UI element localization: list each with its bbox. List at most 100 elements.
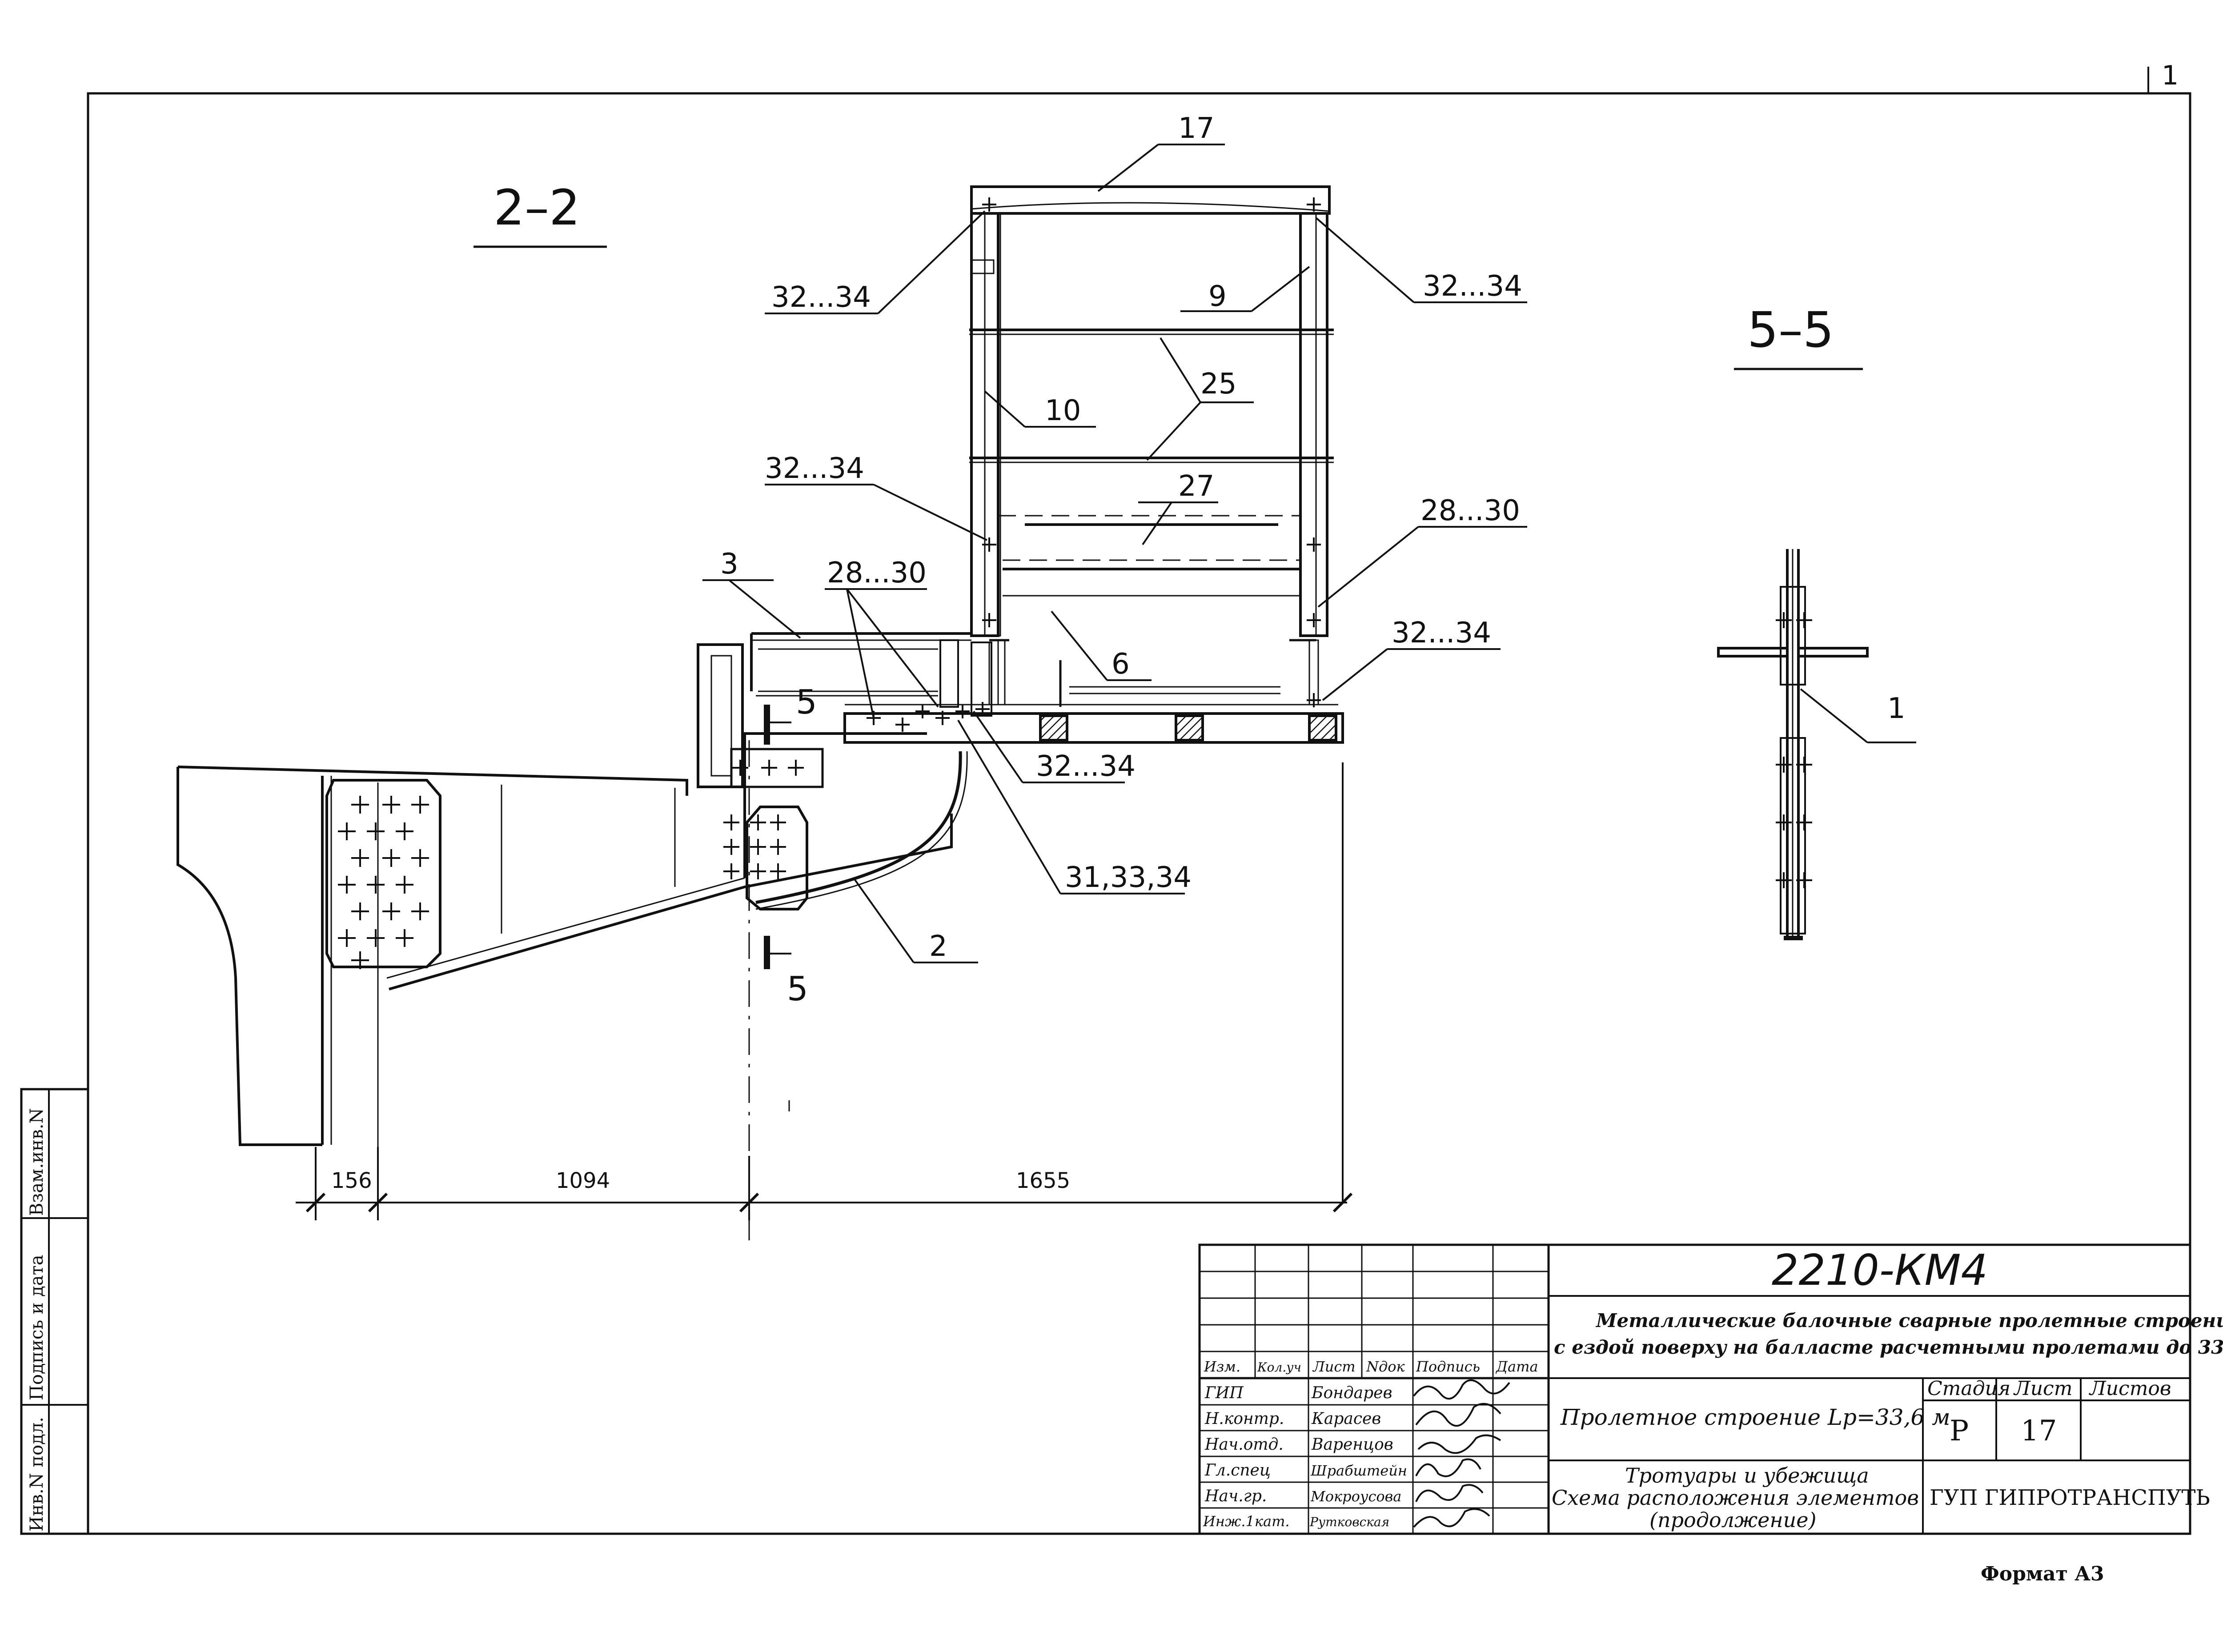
callout-27: 27 bbox=[1178, 470, 1214, 503]
stage-value: Р bbox=[1950, 1415, 1969, 1448]
callout-leaders bbox=[702, 144, 1527, 963]
bolt-mark bbox=[351, 902, 369, 920]
callout-32-34-top-right: 32...34 bbox=[1423, 270, 1522, 303]
bolt-mark bbox=[732, 760, 748, 776]
bolt-mark bbox=[1796, 872, 1812, 888]
drawing-title-2: Схема расположения элементов bbox=[1552, 1486, 1919, 1510]
bolt-mark bbox=[367, 876, 385, 894]
stage-label: Стадия bbox=[1927, 1377, 2010, 1400]
callout-9: 9 bbox=[1208, 280, 1227, 313]
bolt-mark bbox=[382, 849, 400, 867]
bracket-bolts bbox=[723, 702, 990, 879]
cut-marks-5 bbox=[748, 705, 791, 1240]
sheet-value: 17 bbox=[2021, 1415, 2057, 1448]
bolt-mark bbox=[723, 814, 739, 830]
staff-role: Н.контр. bbox=[1204, 1410, 1284, 1428]
hdr-data: Дата bbox=[1495, 1358, 1538, 1375]
bolt-mark bbox=[382, 796, 400, 814]
bolt-mark bbox=[411, 796, 429, 814]
dimension-lines bbox=[296, 762, 1353, 1220]
bolt-mark bbox=[1796, 612, 1812, 628]
bolt-mark bbox=[411, 849, 429, 867]
drawing-frame bbox=[87, 92, 2191, 1535]
staff-name: Бондарев bbox=[1311, 1384, 1392, 1402]
bolt-mark bbox=[761, 760, 777, 776]
sheet-corner-number: 1 bbox=[2162, 60, 2179, 91]
callout-28-30-bracket: 28...30 bbox=[827, 557, 927, 589]
staff-list: ГИП Бондарев Н.контр. Карасев Нач.отд. В… bbox=[1203, 1384, 1407, 1530]
bolt-mark bbox=[367, 822, 385, 840]
stamp-signature-date: Подпись и дата bbox=[27, 1255, 47, 1400]
shelter-frame bbox=[969, 185, 1334, 706]
callout-3: 3 bbox=[720, 548, 738, 581]
shelter-bolts bbox=[982, 197, 1321, 707]
drawing-code: 2210-КМ4 bbox=[1772, 1246, 1988, 1295]
staff-role: Нач.отд. bbox=[1204, 1435, 1284, 1454]
callout-17: 17 bbox=[1178, 112, 1214, 145]
bolt-mark bbox=[915, 704, 930, 718]
stamp-replace-inv: Взам.инв.N bbox=[27, 1108, 47, 1216]
sheet-label: Лист bbox=[2013, 1377, 2072, 1400]
section-5-5-detail bbox=[1717, 549, 1869, 940]
callout-2: 2 bbox=[929, 930, 947, 963]
bracket-console bbox=[697, 632, 992, 910]
bolt-mark bbox=[351, 796, 369, 814]
bolt-mark bbox=[1796, 814, 1812, 830]
staff-name: Рутковская bbox=[1309, 1515, 1389, 1529]
title-block bbox=[1198, 1243, 2191, 1535]
callout-31-33-34: 31,33,34 bbox=[1065, 861, 1192, 894]
callout-labels: 17 32...34 32...34 9 10 25 27 32...34 28… bbox=[720, 112, 1522, 963]
bolt-mark bbox=[982, 613, 996, 627]
staff-role: ГИП bbox=[1204, 1384, 1244, 1402]
bolt-mark bbox=[338, 822, 356, 840]
bolt-mark bbox=[1796, 757, 1812, 773]
bolt-mark bbox=[750, 814, 766, 830]
staff-name: Мокроусова bbox=[1310, 1488, 1401, 1505]
drawing-title-3: (продолжение) bbox=[1649, 1508, 1816, 1532]
object-name: Пролетное строение Lр=33,6 м bbox=[1560, 1404, 1950, 1430]
bolt-mark bbox=[788, 760, 804, 776]
staff-name: Варенцов bbox=[1311, 1435, 1393, 1454]
bolt-mark bbox=[1776, 612, 1792, 628]
bolt-mark bbox=[723, 863, 739, 879]
bolt-mark bbox=[1776, 757, 1792, 773]
project-line-2: с ездой поверху на балласте расчетными п… bbox=[1554, 1336, 2223, 1358]
sheets-label: Листов bbox=[2089, 1377, 2171, 1400]
project-line-1: Металлические балочные сварные пролетные… bbox=[1595, 1310, 2223, 1331]
bolt-mark bbox=[411, 902, 429, 920]
bolt-mark bbox=[396, 929, 413, 947]
splice-bolts bbox=[338, 796, 429, 969]
bolt-mark bbox=[770, 863, 786, 879]
drawing-title-1: Тротуары и убежища bbox=[1625, 1464, 1869, 1488]
callout-6: 6 bbox=[1112, 648, 1130, 681]
bolt-mark bbox=[1307, 537, 1321, 552]
sidewalk-deck bbox=[843, 660, 1344, 744]
staff-role: Инж.1кат. bbox=[1203, 1513, 1290, 1530]
bolt-mark bbox=[955, 704, 970, 718]
bolt-mark bbox=[895, 718, 910, 732]
bolt-mark bbox=[982, 537, 996, 552]
callout-32-34-end: 32...34 bbox=[1392, 617, 1491, 650]
bolt-mark bbox=[750, 863, 766, 879]
side-stamp: Инв.N подл. Подпись и дата Взам.инв.N bbox=[20, 1088, 89, 1535]
callout-32-34-top-left: 32...34 bbox=[771, 281, 871, 314]
dim-156: 156 bbox=[331, 1168, 372, 1193]
callout-10: 10 bbox=[1045, 394, 1081, 427]
section-5-5-bolts bbox=[1776, 612, 1812, 888]
organization: ГУП ГИПРОТРАНСПУТЬ bbox=[1930, 1485, 2210, 1510]
cut-label-top: 5 bbox=[796, 682, 817, 722]
bolt-mark bbox=[982, 197, 996, 212]
bolt-mark bbox=[1307, 693, 1321, 707]
bolt-mark bbox=[723, 839, 739, 855]
signatures bbox=[1413, 1379, 1510, 1528]
callout-32-34-mid: 32...34 bbox=[765, 452, 864, 485]
hdr-podpis: Подпись bbox=[1416, 1358, 1480, 1375]
bolt-mark bbox=[338, 929, 356, 947]
bolt-mark bbox=[1307, 197, 1321, 212]
format-label: Формат А3 bbox=[1981, 1563, 2104, 1585]
callout-25: 25 bbox=[1200, 368, 1236, 401]
bolt-mark bbox=[367, 929, 385, 947]
dim-1094: 1094 bbox=[556, 1168, 610, 1193]
section-5-5-title: 5–5 bbox=[1747, 301, 1834, 358]
